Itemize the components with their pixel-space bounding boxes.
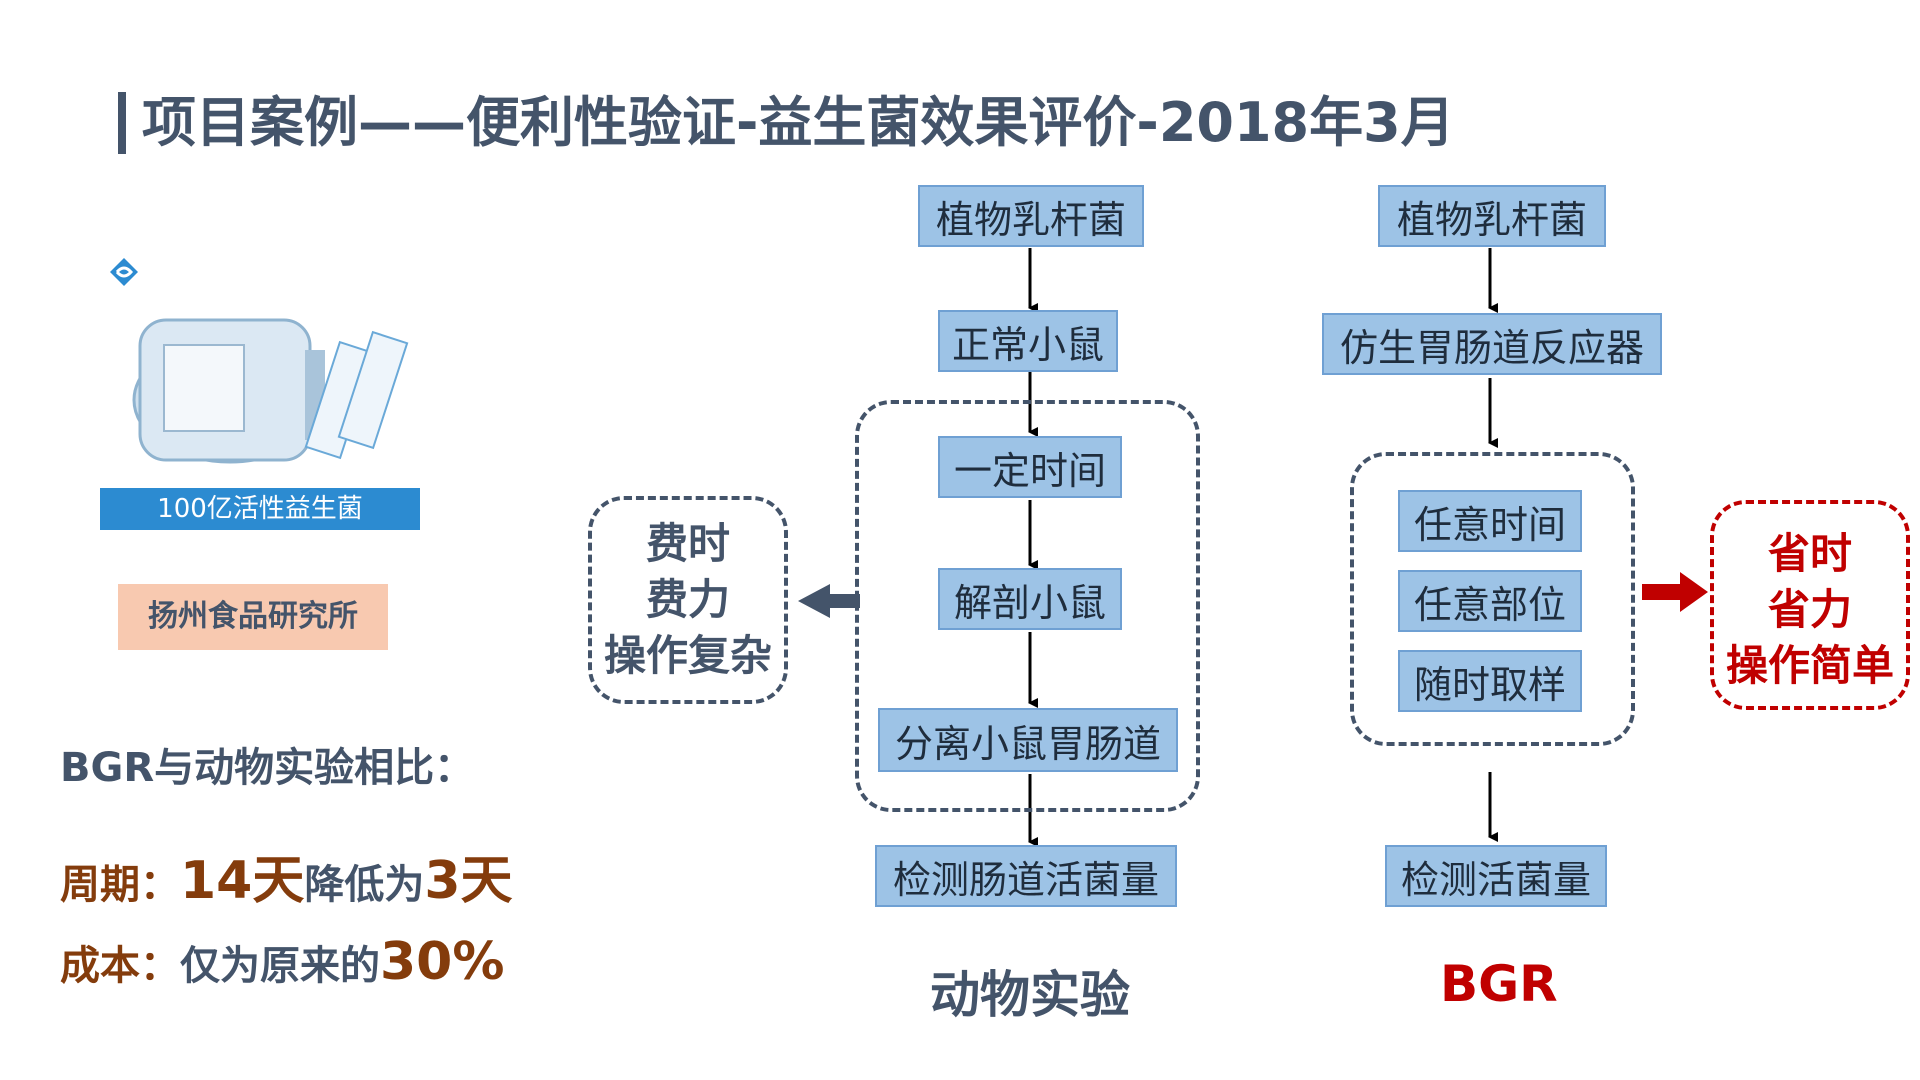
brand-logo-icon bbox=[110, 258, 138, 286]
comparison-heading: BGR与动物实验相比： bbox=[60, 745, 475, 791]
animal-step-3: 一定时间 bbox=[938, 436, 1122, 498]
animal-label: 动物实验 bbox=[930, 966, 1130, 1024]
animal-step-5: 分离小鼠胃肠道 bbox=[878, 708, 1178, 772]
bgr-step-6: 检测活菌量 bbox=[1385, 845, 1607, 907]
cost-label: 成本： bbox=[60, 943, 180, 989]
product-caption: 100亿活性益生菌 bbox=[100, 488, 420, 530]
animal-note-line-1: 费时 bbox=[645, 519, 730, 568]
bgr-step-5: 随时取样 bbox=[1398, 650, 1582, 712]
bgr-step-4: 任意部位 bbox=[1398, 570, 1582, 632]
institute-label: 扬州食品研究所 bbox=[118, 584, 388, 650]
right-block-arrow-icon bbox=[1642, 572, 1708, 612]
bgr-step-3: 任意时间 bbox=[1398, 490, 1582, 552]
bgr-note: 省时 省力 操作简单 bbox=[1710, 526, 1910, 694]
bgr-note-line-1: 省时 bbox=[1767, 529, 1852, 578]
animal-step-4: 解剖小鼠 bbox=[938, 568, 1122, 630]
animal-step-1: 植物乳杆菌 bbox=[918, 185, 1144, 247]
bgr-label: BGR bbox=[1440, 955, 1558, 1013]
cycle-mid: 降低为 bbox=[304, 862, 425, 908]
bgr-note-box bbox=[1710, 500, 1910, 710]
cycle-label: 周期： bbox=[60, 862, 180, 908]
bgr-note-line-2: 省力 bbox=[1767, 585, 1852, 634]
cycle-line: 周期：14天降低为3天 bbox=[60, 838, 513, 913]
bgr-step-1: 植物乳杆菌 bbox=[1378, 185, 1606, 247]
animal-note-line-2: 费力 bbox=[645, 575, 730, 624]
product-image bbox=[110, 258, 409, 464]
title-accent-bar bbox=[118, 92, 126, 154]
animal-note-line-3: 操作复杂 bbox=[603, 631, 772, 680]
animal-step-6: 检测肠道活菌量 bbox=[875, 845, 1177, 907]
animal-note: 费时 费力 操作复杂 bbox=[588, 516, 788, 684]
cost-line: 成本：仅为原来的30% bbox=[60, 932, 504, 992]
animal-note-box bbox=[588, 496, 788, 704]
cycle-from: 14天 bbox=[180, 851, 305, 911]
bgr-process-group bbox=[1350, 452, 1635, 746]
left-block-arrow-icon bbox=[798, 584, 860, 618]
cost-mid: 仅为原来的 bbox=[180, 943, 380, 989]
cycle-to: 3天 bbox=[424, 851, 513, 911]
page-title: 项目案例——便利性验证-益生菌效果评价-2018年3月 bbox=[142, 91, 1455, 154]
animal-process-group bbox=[855, 400, 1200, 812]
cost-value: 30% bbox=[380, 932, 505, 992]
bgr-step-2: 仿生胃肠道反应器 bbox=[1322, 313, 1662, 375]
bgr-note-line-3: 操作简单 bbox=[1725, 641, 1894, 690]
animal-step-2: 正常小鼠 bbox=[938, 310, 1118, 372]
